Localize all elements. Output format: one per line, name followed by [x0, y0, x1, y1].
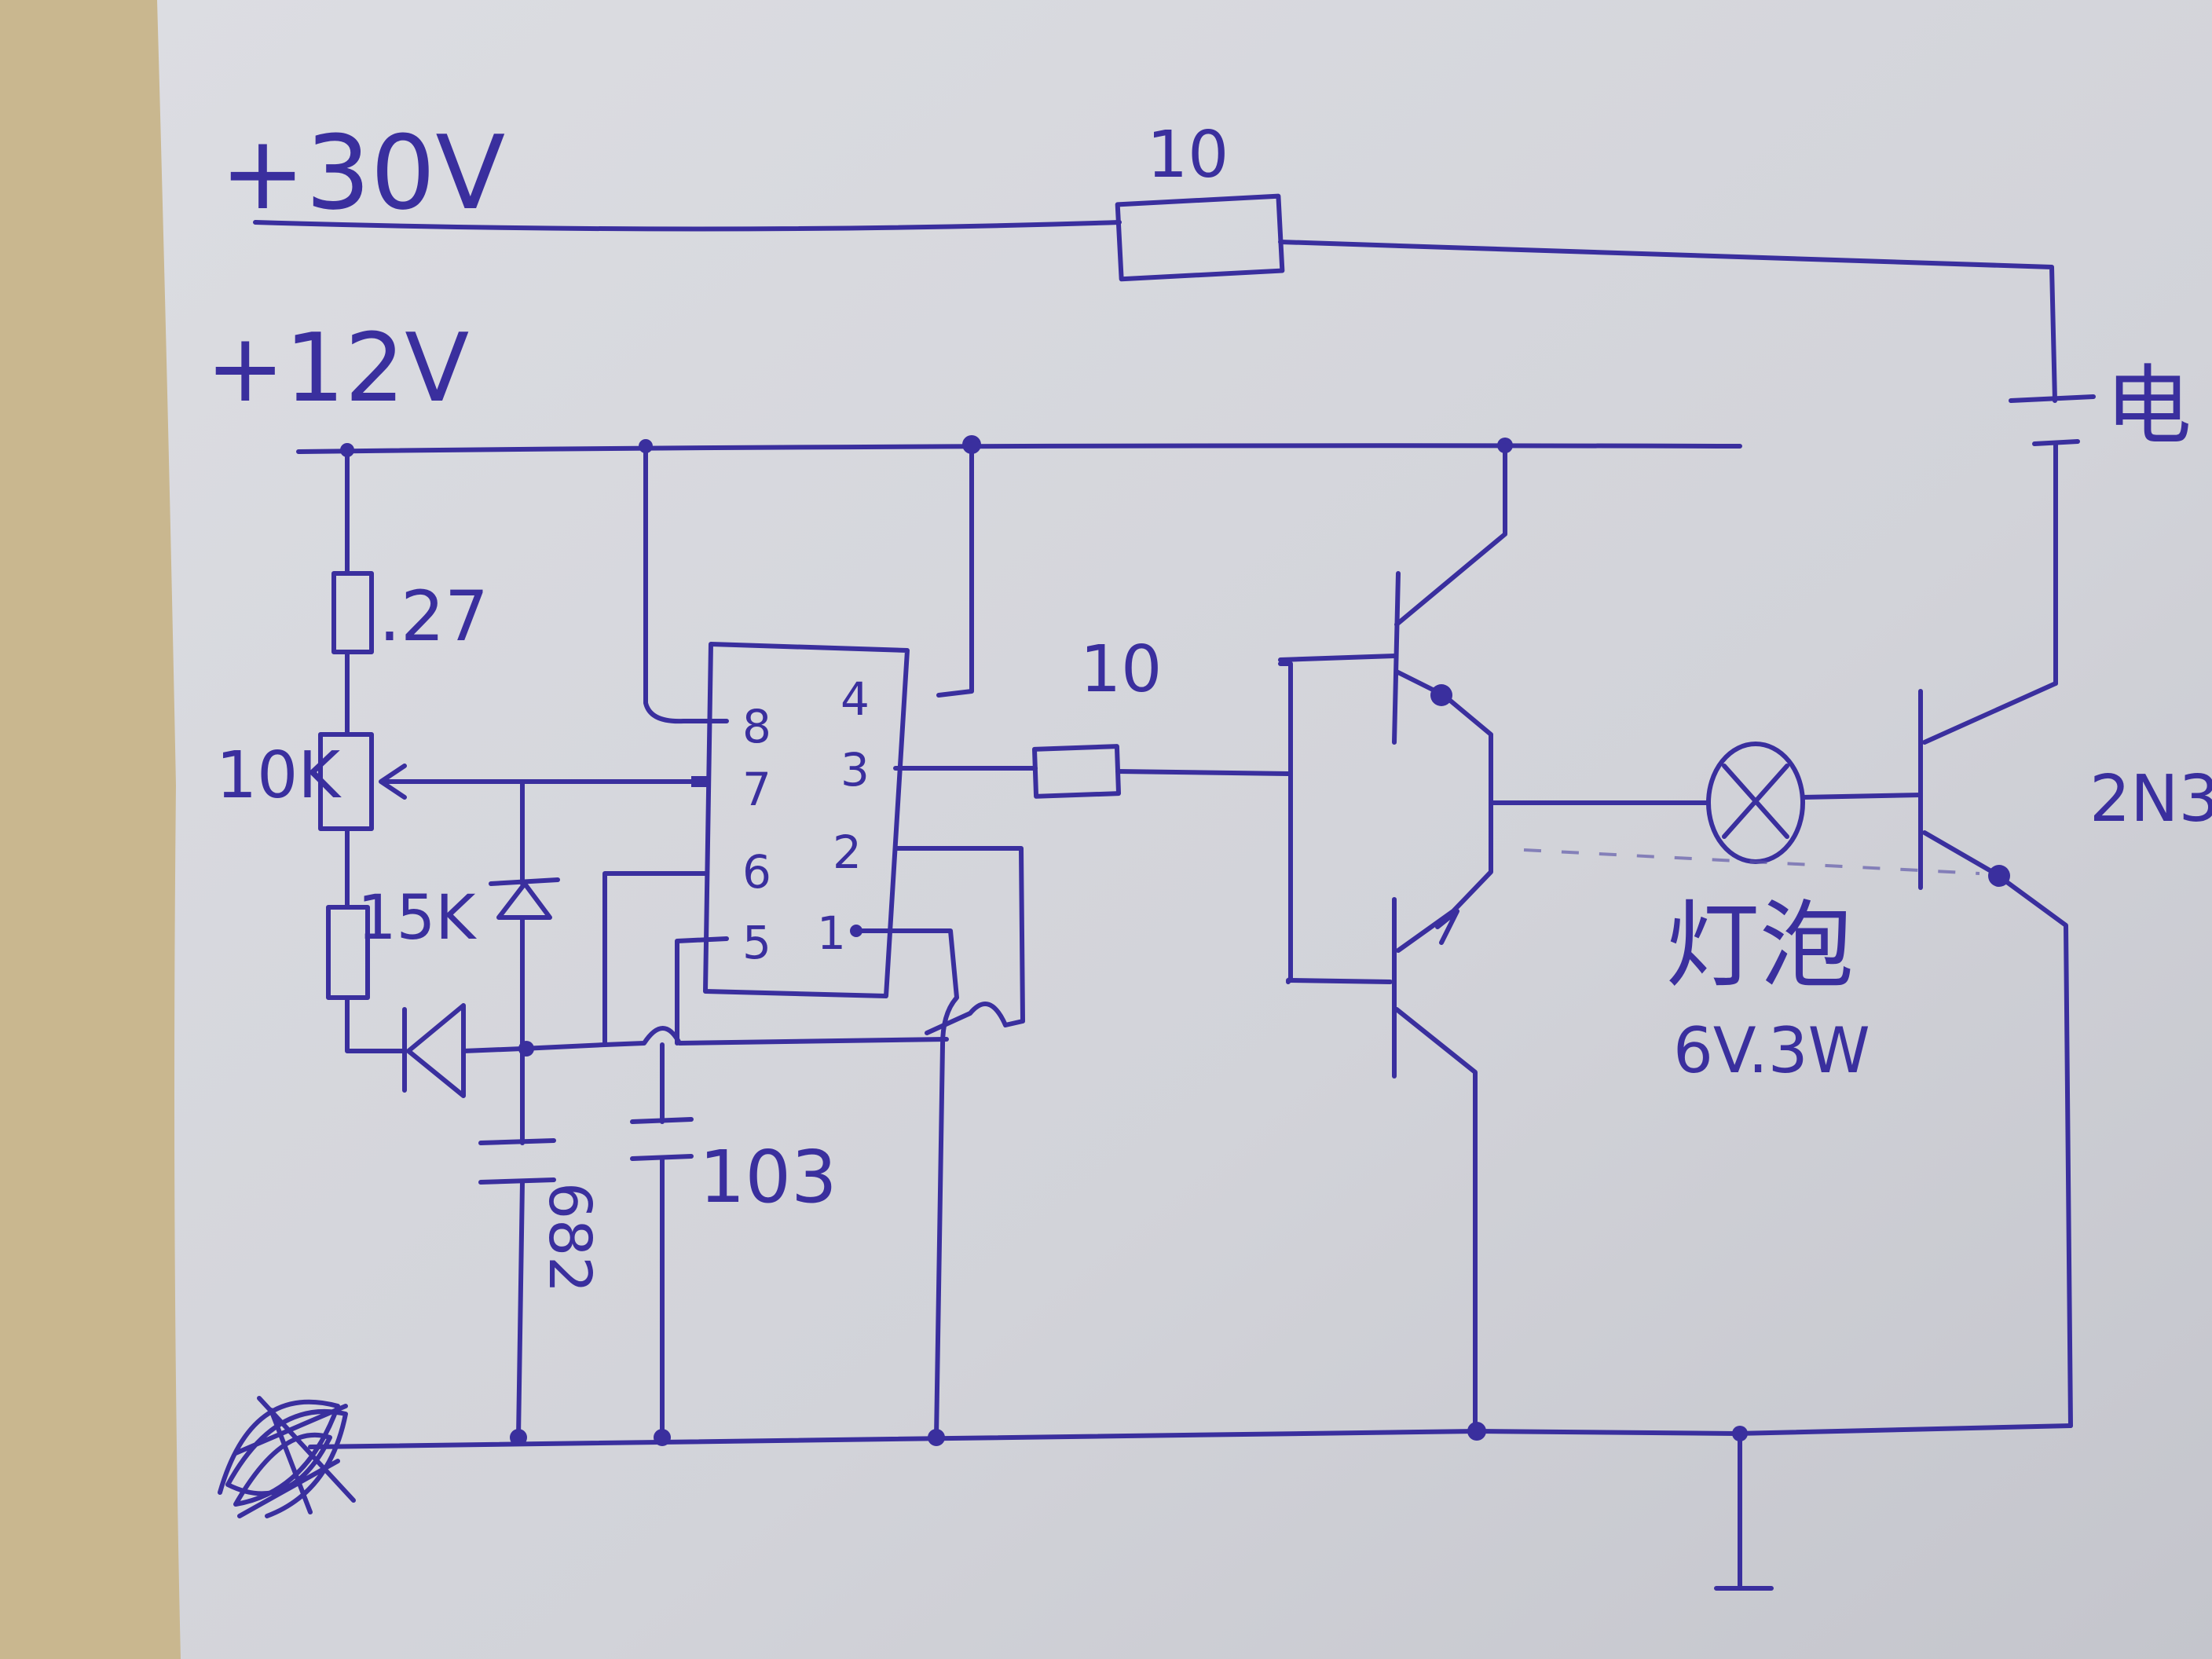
lamp-cross: [1722, 764, 1789, 839]
resistor-027: [331, 571, 374, 654]
node: [1430, 684, 1452, 706]
label-lamp-rating: 6V.3W: [1673, 1014, 1870, 1087]
node: [654, 1429, 671, 1446]
ic-pin6-wire: [602, 871, 707, 1047]
label-cap-103: 103: [699, 1135, 837, 1219]
label-transistor: 2N3: [2089, 762, 2212, 837]
dashed-guide: [1523, 848, 1980, 875]
q3-collector: [1922, 681, 2058, 745]
node: [850, 925, 862, 937]
pnp-collector: [1394, 1007, 1478, 1436]
ic-pin-2: 2: [833, 826, 862, 879]
wire-pnp-base: [1286, 978, 1393, 984]
ground-bus: [308, 1423, 2073, 1449]
ic-pin-1: 1: [817, 906, 846, 960]
wire-30v-right: [1278, 240, 2057, 403]
label-30v: +30V: [220, 113, 505, 233]
label-r-out: 10: [1080, 632, 1162, 707]
label-r-30v: 10: [1147, 118, 1229, 192]
label-r-bottom: 15K: [357, 883, 477, 954]
node: [691, 776, 709, 787]
ic-pin-6: 6: [742, 845, 771, 899]
node: [928, 1429, 945, 1446]
paper-sheet: [157, 0, 2212, 1659]
ic-body: [703, 642, 910, 998]
label-lamp-name: 灯泡: [1665, 892, 1854, 1001]
wire-lamp-to-transistor: [1800, 793, 1923, 800]
wire: [516, 1180, 525, 1440]
node: [510, 1429, 527, 1446]
npn-emitter: [1394, 669, 1494, 804]
ic-pin-8: 8: [742, 700, 771, 753]
ic-pin5-wire: [675, 936, 729, 1046]
q3-emitter: [1922, 830, 2073, 1428]
npn-base-bar: [1392, 571, 1401, 745]
ic-pin1-wire: [854, 928, 959, 1440]
ic-pin-3: 3: [840, 743, 870, 797]
ic-pin4-wire: [936, 442, 974, 698]
cap-103-plate-top: [630, 1117, 694, 1124]
npn-collector: [1394, 443, 1507, 627]
ic-pin-4: 4: [840, 672, 870, 726]
battery-long-plate: [2009, 394, 2096, 403]
label-12v: +12V: [206, 314, 469, 423]
wire-to-bases: [1115, 769, 1291, 776]
ic-pin8-wire: [643, 444, 729, 724]
cap-682-plate-bottom: [478, 1177, 556, 1185]
resistor-30v: [1115, 193, 1285, 282]
ground-symbol: [1714, 1431, 1774, 1591]
label-cap-682: 682: [536, 1182, 603, 1293]
label-r-top: .27: [379, 576, 489, 657]
pnp-emitter: [1396, 799, 1493, 953]
label-pot: 10K: [216, 738, 342, 813]
ink-scribble: [218, 1396, 356, 1518]
rail-30v: [253, 220, 1122, 232]
node: [1988, 865, 2010, 887]
ic-pin-7: 7: [742, 763, 771, 816]
ic-pin2-wire: [893, 846, 1025, 1035]
ic-pin-5: 5: [742, 916, 771, 969]
wire: [345, 995, 407, 1053]
cap-682-plate-top: [478, 1138, 556, 1145]
wire-npn-base: [1278, 654, 1397, 662]
label-battery: 电: [2105, 356, 2192, 456]
pot-wiper: [379, 764, 708, 800]
pnp-emitter-arrow: [1435, 909, 1459, 945]
